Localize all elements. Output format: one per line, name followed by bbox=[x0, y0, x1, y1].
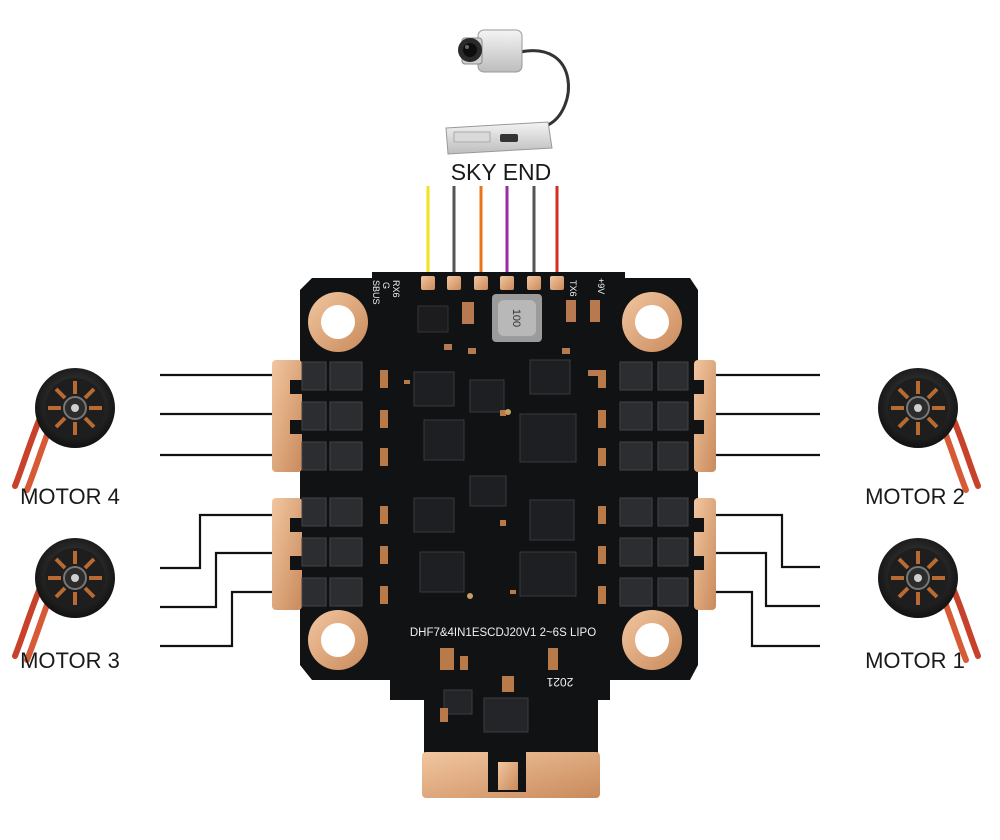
board-model-text: DHF7&4IN1ESCDJ20V1 2~6S LIPO bbox=[410, 627, 596, 639]
camera-module bbox=[458, 29, 523, 73]
motor-4 bbox=[15, 368, 115, 490]
esc-board: 100 RX6 G SBUS TX6 +9V bbox=[272, 272, 716, 798]
pad-label-9v: +9V bbox=[596, 278, 606, 294]
video-transmitter bbox=[445, 121, 553, 155]
motor-3-label: MOTOR 3 bbox=[20, 648, 120, 673]
motor-4-label: MOTOR 4 bbox=[20, 484, 120, 509]
inductor-label: 100 bbox=[510, 309, 522, 327]
sky-end-label: SKY END bbox=[451, 159, 552, 185]
pad-label-sbus: SBUS bbox=[371, 280, 381, 305]
motor-3 bbox=[15, 538, 115, 660]
motor-2-label: MOTOR 2 bbox=[865, 484, 965, 509]
motor-4-leads bbox=[160, 373, 286, 457]
sky-end-wires bbox=[426, 186, 559, 280]
motor-3-leads bbox=[160, 513, 286, 648]
motor-2-leads bbox=[712, 373, 820, 457]
pad-label-g: G bbox=[381, 282, 391, 289]
year-marking: 2021 bbox=[546, 675, 573, 689]
motor-1 bbox=[878, 538, 978, 660]
pad-label-rx6: RX6 bbox=[391, 280, 401, 298]
pad-label-tx6: TX6 bbox=[568, 280, 578, 297]
motor-2 bbox=[878, 368, 978, 490]
sky-end-air-unit bbox=[445, 29, 570, 155]
motor-1-label: MOTOR 1 bbox=[865, 648, 965, 673]
motor-1-leads bbox=[708, 513, 820, 648]
